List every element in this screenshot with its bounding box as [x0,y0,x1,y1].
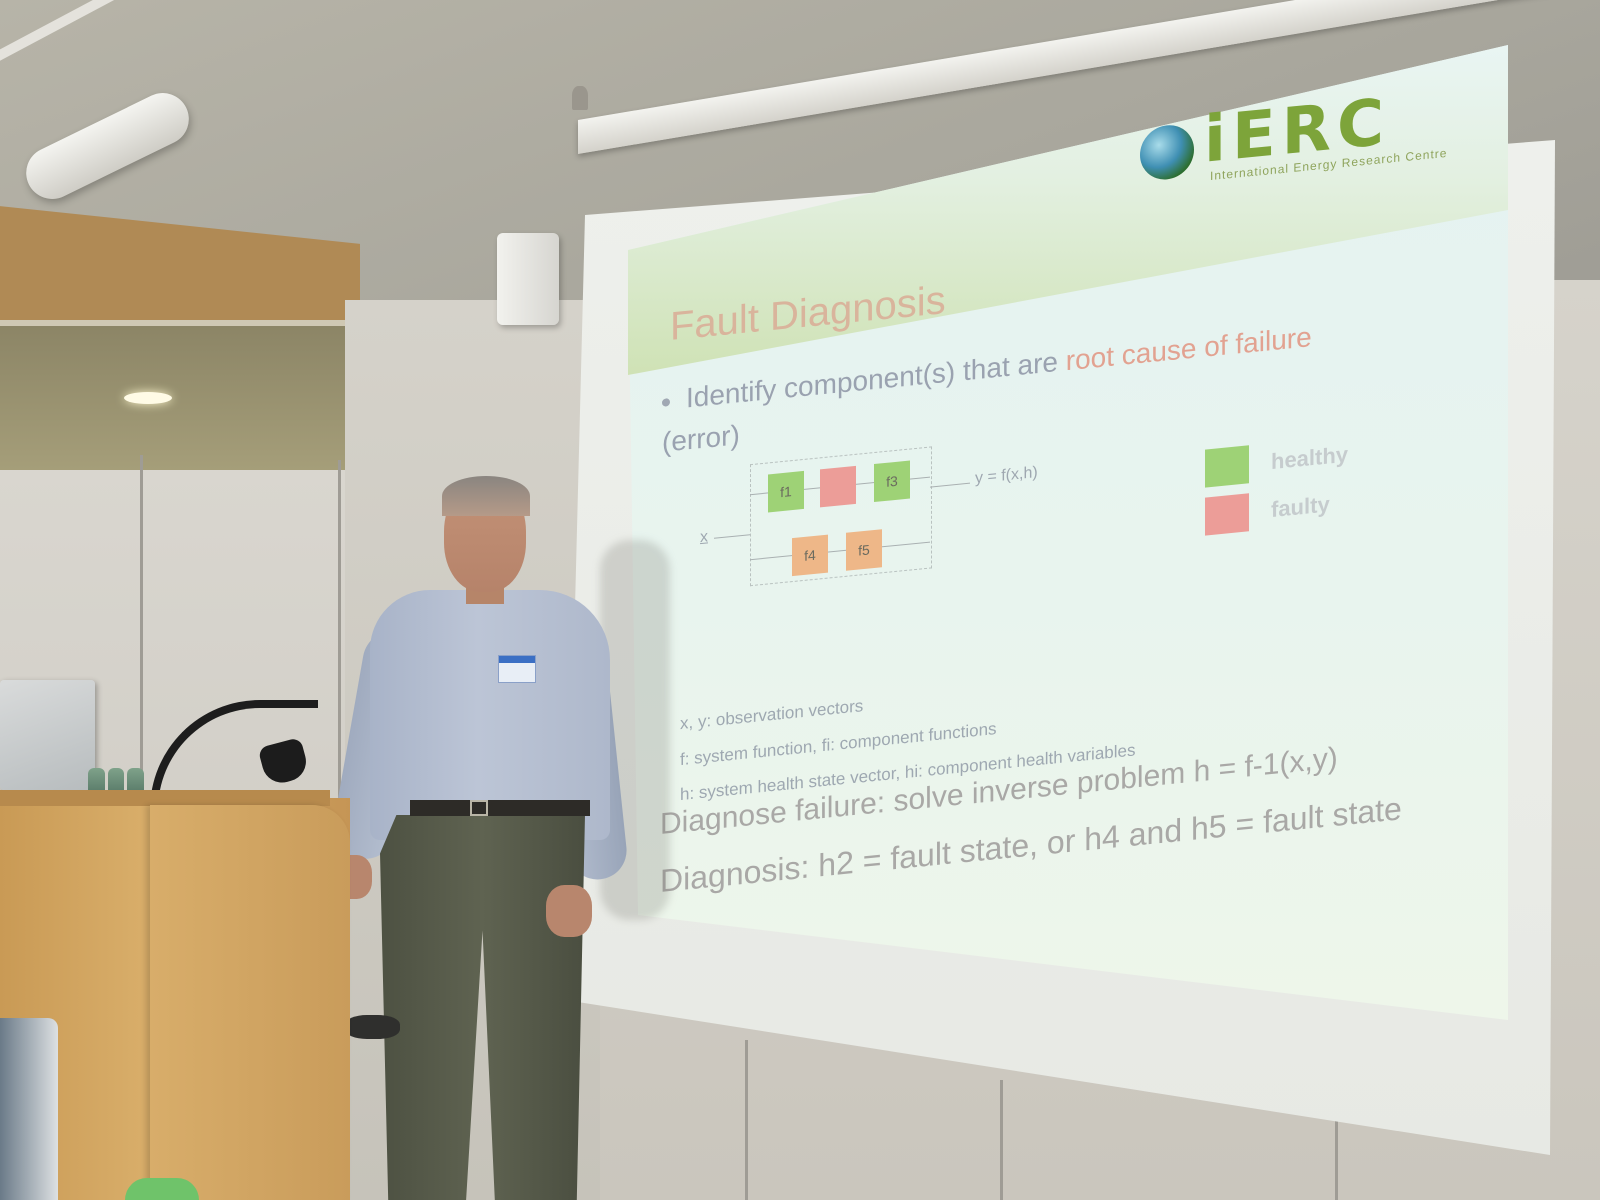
faulty-swatch [1205,493,1249,536]
belt-buckle [470,800,488,816]
legend-healthy: healthy [1205,436,1348,488]
slide-content: iERC International Energy Research Centr… [640,34,1520,940]
sprinkler [572,86,588,110]
system-diagram: x f1 f3 f4 f5 y = f(x,h) [700,434,1060,629]
presenter-trousers [380,815,585,1200]
legend-faulty: faulty [1205,484,1348,536]
diagram-output-label: y = f(x,h) [975,464,1038,488]
wall-panel-line [338,460,341,980]
component-box-f5: f5 [846,529,882,571]
foreground-laptop [0,1018,58,1200]
input-arrow [714,534,750,539]
ierc-logo: iERC International Energy Research Centr… [1140,85,1460,196]
podium-side-panel [150,805,350,1200]
component-box-f1: f1 [768,470,804,513]
component-box-f3: f3 [874,460,910,503]
component-box-f2 [820,465,856,508]
green-cup-lid [125,1178,199,1200]
bullet-suffix: (error) [662,419,740,458]
presenter-hair [442,476,530,516]
presenter-shirt [370,590,610,840]
bullet-text: Identify component(s) that are [686,345,1066,414]
component-box-f4: f4 [792,534,828,577]
stand-shelf [345,1015,400,1039]
wall-panel-line [1000,1080,1003,1200]
wall-panel-line [140,455,143,775]
legend-healthy-label: healthy [1271,441,1349,475]
slide-legend: healthy faulty [1205,436,1348,546]
globe-icon [1140,122,1194,182]
presenter-right-hand [546,885,592,937]
healthy-swatch [1205,445,1249,488]
output-arrow [930,482,970,488]
window-band [0,320,345,484]
podium-laptop [0,680,95,790]
podium-top-edge [0,790,330,806]
recessed-light [124,392,172,404]
diagram-input-label: x [700,528,708,547]
presenter [320,470,640,1200]
slide-title: Fault Diagnosis [670,278,946,350]
badge-strip [499,656,535,663]
bullet-highlight: root cause of failure [1065,321,1312,377]
wall-panel-line [1335,1120,1338,1200]
legend-faulty-label: faulty [1271,491,1330,523]
presenter-belt [410,800,590,816]
wall-panel-line [745,1040,748,1200]
bullet-dot-icon [662,397,670,407]
name-badge [498,655,536,683]
wall-speaker [497,233,559,325]
